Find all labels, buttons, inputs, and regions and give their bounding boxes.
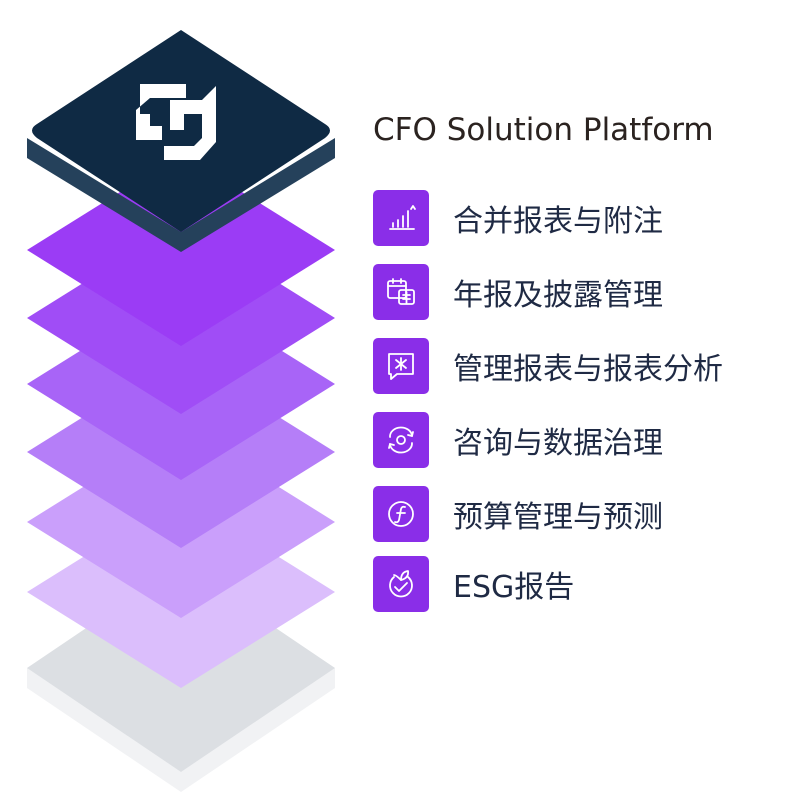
feature-item-consulting[interactable]: 咨询与数据治理 [373,412,663,468]
feature-item-consolidation[interactable]: 合并报表与附注 [373,190,663,246]
leaf-check-icon [373,556,429,612]
insight-chat-icon [373,338,429,394]
feature-label: 预算管理与预测 [453,500,663,535]
feature-label: 年报及披露管理 [453,278,663,313]
feature-item-budget[interactable]: 预算管理与预测 [373,486,663,542]
cycle-icon [373,412,429,468]
brand-logo-icon [136,84,216,160]
feature-item-esg[interactable]: ESG报告 [373,556,574,612]
feature-item-annual-report[interactable]: 年报及披露管理 [373,264,663,320]
feature-label: 咨询与数据治理 [453,426,663,461]
stack-layer-top [27,30,335,252]
feature-label: ESG报告 [453,570,575,605]
feature-label: 管理报表与报表分析 [453,352,723,387]
finance-function-icon [373,486,429,542]
platform-title: CFO Solution Platform [373,112,714,148]
feature-label: 合并报表与附注 [453,204,663,239]
feature-item-management-report[interactable]: 管理报表与报表分析 [373,338,723,394]
growth-chart-icon [373,190,429,246]
calendar-icon [373,264,429,320]
